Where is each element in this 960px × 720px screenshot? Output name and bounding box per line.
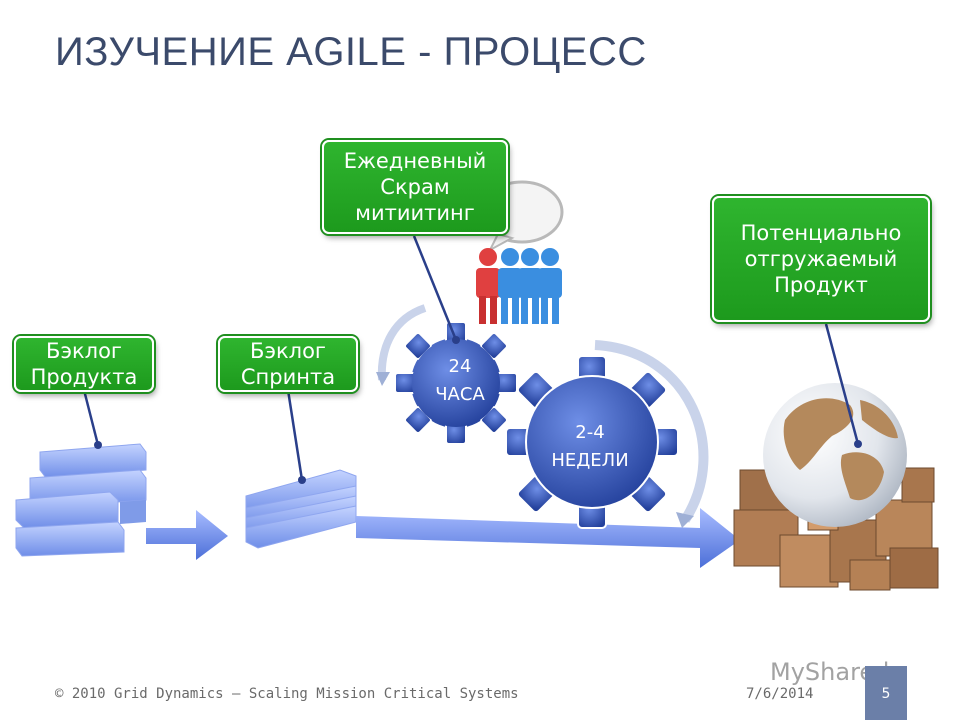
daily-scrum-label: Ежедневный Скрам митиитинг [343,149,487,225]
footer-copyright: © 2010 Grid Dynamics — Scaling Mission C… [55,686,519,702]
sprint-backlog-callout: Бэклог Спринта [218,336,358,392]
slide-title: ИЗУЧЕНИЕ AGILE - ПРОЦЕСС [55,30,647,74]
product-backlog-stack-icon [15,443,147,557]
daily-gear-unit: ЧАСА [435,384,485,405]
product-connector [824,323,860,445]
product-backlog-label: Бэклог Продукта [30,339,138,389]
sprint-gear-value: 2-4 [575,422,604,443]
daily-cycle-arc [377,304,427,381]
product-connector-dot [854,440,862,448]
daily-scrum-connector [412,235,458,341]
people-group-icon [476,248,562,324]
shippable-product-callout: Потенциально отгружаемый Продукт [712,196,930,322]
daily-cycle-arrowhead [376,372,390,386]
daily-scrum-connector-dot [452,336,460,344]
sprint-backlog-label: Бэклог Спринта [240,339,336,389]
sprint-gear-icon [505,355,679,529]
sprint-cycle-arc [594,340,709,523]
sprint-gear-unit: НЕДЕЛИ [551,450,628,471]
globe-icon [763,383,907,527]
page-number: 5 [881,686,891,702]
product-backlog-connector-dot [94,441,102,449]
sprint-backlog-connector [286,389,304,481]
boxes-icon [733,467,939,591]
daily-scrum-callout: Ежедневный Скрам митиитинг [322,140,508,234]
page-number-box [865,666,907,720]
flow-arrow-long [356,508,740,568]
sprint-cycle-arrowhead [676,512,694,528]
shippable-product-label: Потенциально отгружаемый Продукт [740,221,902,297]
product-backlog-callout: Бэклог Продукта [14,336,154,392]
sprint-backlog-connector-dot [298,476,306,484]
footer-date: 7/6/2014 [746,686,814,702]
sprint-backlog-stack-icon [245,469,357,549]
flow-arrow-small [146,510,228,560]
daily-gear-value: 24 [449,356,472,377]
daily-gear-icon [394,321,518,445]
product-backlog-connector [82,389,100,446]
